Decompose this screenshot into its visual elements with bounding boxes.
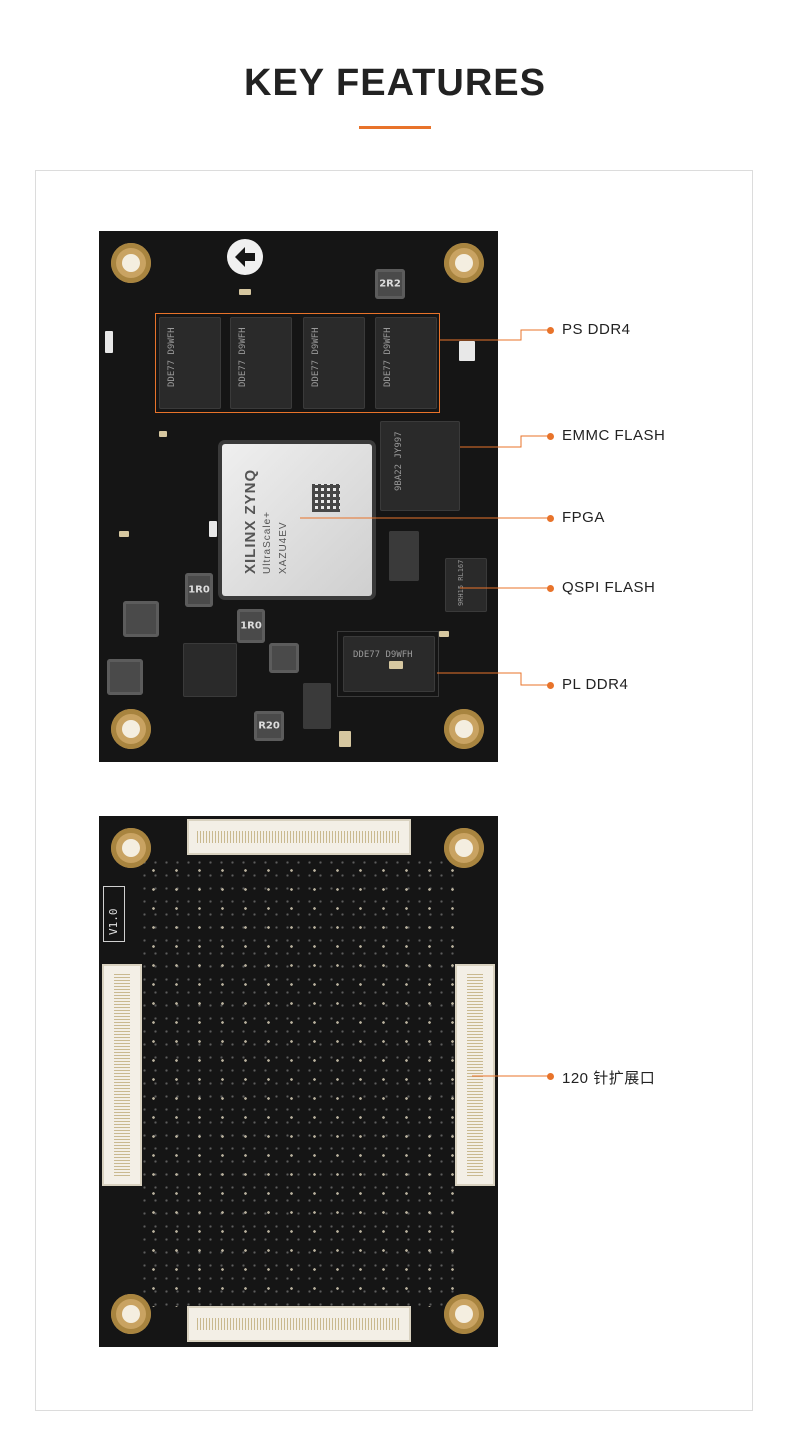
mosfet-chip	[389, 531, 419, 581]
ps-ddr4-chip: DDE77 D9WFH	[230, 317, 292, 409]
capacitor	[159, 431, 167, 437]
ps-ddr4-outline	[155, 313, 440, 413]
mounting-hole	[111, 1294, 151, 1334]
capacitor	[105, 331, 113, 353]
capacitor	[339, 731, 351, 747]
capacitor	[209, 521, 217, 537]
component-field	[139, 856, 458, 1307]
capacitor	[119, 531, 129, 537]
mosfet-chip	[303, 683, 331, 729]
ps-ddr4-chip: DDE77 D9WFH	[303, 317, 365, 409]
revision-marking: V1.0	[103, 886, 125, 942]
capacitor	[239, 289, 251, 295]
mounting-hole	[444, 709, 484, 749]
inductor	[123, 601, 159, 637]
callout-pl-ddr4: PL DDR4	[562, 676, 629, 693]
callout-emmc-flash: EMMC FLASH	[562, 427, 666, 444]
arrow-logo-icon	[227, 239, 263, 275]
inductor	[107, 659, 143, 695]
expansion-connector-left	[102, 964, 142, 1186]
fpga-chip: XILINX ZYNQ UltraScale+ XAZU4EV	[222, 444, 372, 596]
callout-dot	[547, 1073, 554, 1080]
qspi-flash-chip: 9RH15 RL167	[445, 558, 487, 612]
capacitor	[459, 341, 475, 361]
callout-dot	[547, 327, 554, 334]
board-bottom-photo: V1.0	[99, 816, 498, 1347]
capacitor	[389, 661, 403, 669]
inductor: 1R0	[185, 573, 213, 607]
expansion-connector-right	[455, 964, 495, 1186]
title-underline	[359, 126, 431, 129]
fpga-qr-code	[312, 484, 340, 512]
callout-dot	[547, 682, 554, 689]
expansion-connector-top	[187, 819, 411, 855]
expansion-connector-bottom	[187, 1306, 411, 1342]
board-top-photo: DDE77 D9WFH DDE77 D9WFH DDE77 D9WFH DDE7…	[99, 231, 498, 762]
callout-ps-ddr4: PS DDR4	[562, 321, 631, 338]
mounting-hole	[111, 243, 151, 283]
inductor	[269, 643, 299, 673]
ps-ddr4-chip: DDE77 D9WFH	[159, 317, 221, 409]
mounting-hole	[444, 243, 484, 283]
callout-dot	[547, 433, 554, 440]
callout-dot	[547, 585, 554, 592]
mounting-hole	[111, 828, 151, 868]
inductor: 1R0	[237, 609, 265, 643]
pl-ddr4-outline	[337, 631, 439, 697]
pmic-chip	[183, 643, 237, 697]
page-title: KEY FEATURES	[244, 62, 546, 104]
callout-dot	[547, 515, 554, 522]
inductor: R20	[254, 711, 284, 741]
content-frame	[35, 170, 753, 1411]
callout-qspi-flash: QSPI FLASH	[562, 579, 656, 596]
emmc-flash-chip: 9BA22 JY997	[380, 421, 460, 511]
mounting-hole	[111, 709, 151, 749]
ps-ddr4-chip: DDE77 D9WFH	[375, 317, 437, 409]
callout-fpga: FPGA	[562, 509, 605, 526]
mounting-hole	[444, 828, 484, 868]
capacitor	[439, 631, 449, 637]
callout-expansion-port: 120 针扩展口	[562, 1070, 656, 1087]
mounting-hole	[444, 1294, 484, 1334]
inductor: 2R2	[375, 269, 405, 299]
